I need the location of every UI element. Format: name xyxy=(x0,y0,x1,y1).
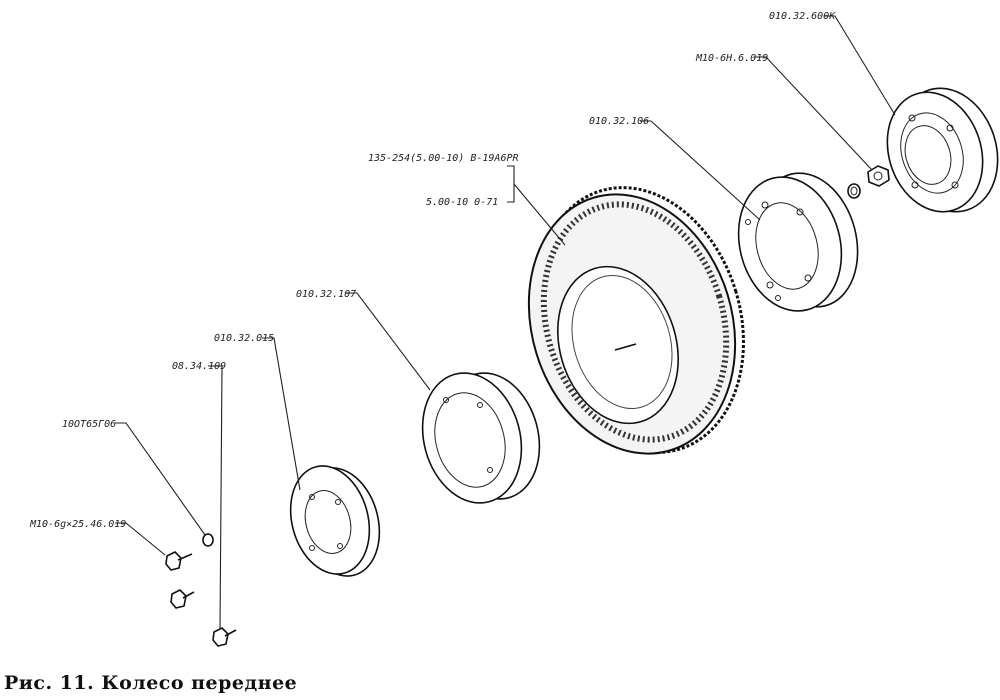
label-nut: M10-6H.6.019 xyxy=(695,53,768,64)
tire xyxy=(527,186,745,455)
rim-disc-left xyxy=(421,372,541,504)
wheel-assembly-ring xyxy=(886,87,999,213)
label-disc-left: 010.32.107 xyxy=(296,289,356,300)
bolt-middle xyxy=(170,589,195,609)
label-disc-right: 010.32.106 xyxy=(589,116,649,127)
rim-disc-right xyxy=(737,172,859,312)
washer-small xyxy=(202,533,214,547)
figure-caption: Рис. 11. Колесо переднее xyxy=(4,672,298,694)
leader-lines xyxy=(115,15,896,629)
spring-washer xyxy=(847,183,861,199)
bolt-top xyxy=(165,551,193,571)
hub-cap xyxy=(289,465,381,577)
label-pin: 08.34.109 xyxy=(172,361,226,372)
bolt-bottom xyxy=(212,627,237,647)
label-washer: 10ОТ65Г06 xyxy=(62,419,116,430)
nut xyxy=(867,165,890,187)
label-hub-cap: 010.32.015 xyxy=(214,333,274,344)
label-tire: 135-254(5.00-10) B-19A6PR xyxy=(368,153,519,164)
label-rim: 5.00-10 0-71 xyxy=(426,197,498,208)
label-bolt: M10-6g×25.46.019 xyxy=(29,519,126,530)
label-wheel-assembly: 010.32.600K xyxy=(769,11,836,22)
